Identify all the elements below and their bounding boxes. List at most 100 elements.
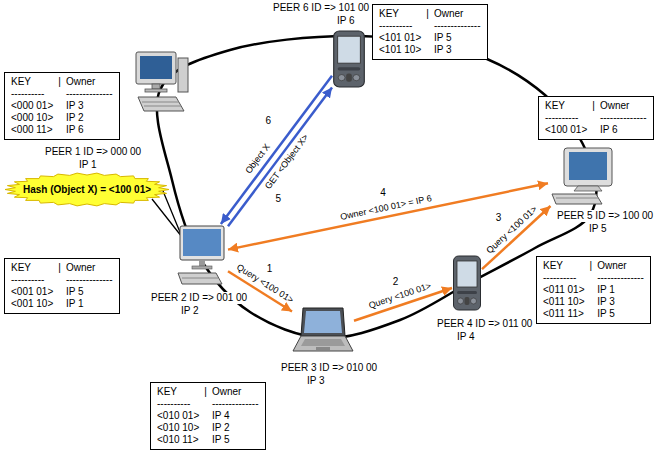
device-icon [292,306,354,356]
peer-node: PEER 6 ID => 101 00IP 6 [332,30,366,88]
device-icon-part [138,97,184,111]
table-header: Owner [597,260,644,272]
key-cell: <101 01> [379,32,421,44]
key-cell: <010 11> [157,434,199,446]
table-grid: KEY|Owner------------------------<010 01… [157,386,259,446]
key-owner-table: KEY|Owner------------------------<011 01… [536,256,651,324]
edge-label: GET <Object X> [263,133,311,192]
device-icon-part [458,298,464,304]
column-separator: | [204,386,207,398]
key-cell: <001 10> [11,298,53,310]
peer-node: PEER 3 ID => 010 00IP 3 [292,306,354,356]
device-icon-part [574,186,602,191]
edge-label: Query <100 01> [368,280,433,311]
peer-ip-label: IP 1 [78,159,98,171]
table-header: KEY [543,260,585,272]
device-icon-part [457,261,477,287]
key-cell: <100 01> [545,124,587,136]
device-icon-part [454,256,481,310]
device-icon-part [136,52,176,84]
device-icon-part [556,198,598,199]
device-icon-part [457,291,477,294]
peer-ip-label: IP 6 [336,15,356,27]
dash-rule: -------------- [600,112,647,124]
column-separator: | [426,8,429,20]
hash-burst: Hash (Object X) = <100 01> [4,172,170,207]
device-icon-part [346,74,352,82]
device-icon-part [316,347,330,350]
key-cell: <101 10> [379,44,421,56]
peer-ip-label: IP 3 [306,375,326,387]
dash-rule: -------------- [434,20,481,32]
table-header: KEY [11,76,53,88]
device-icon-part [199,260,205,266]
device-icon-part [178,58,188,92]
device-icon-part [304,311,342,333]
device-icon-part [152,84,160,89]
owner-cell: IP 5 [597,308,644,320]
table-grid: KEY|Owner------------------------<000 01… [11,76,113,136]
dash-rule: -------------- [66,274,113,286]
table-header: Owner [66,262,113,274]
column-separator: | [58,76,61,88]
device-icon-part [338,75,345,81]
peer-id-label: PEER 5 ID => 100 00 [556,210,654,222]
key-cell: <011 01> [543,284,585,296]
peer-ip-label: IP 4 [456,331,476,343]
table-header: KEY [11,262,53,274]
device-icon-part [569,152,607,180]
table-header: Owner [66,76,113,88]
table-header: KEY [545,100,587,112]
dash-rule: -------------- [212,398,259,410]
peer-ip-label: IP 5 [588,223,608,235]
key-cell: <000 11> [11,124,53,136]
table-grid: KEY|Owner------------------------<011 01… [543,260,644,320]
device-icon-part [183,229,221,256]
dash-rule: -------------- [66,88,113,100]
device-icon [130,50,190,114]
key-cell: <010 10> [157,422,199,434]
peer-node: PEER 5 ID => 100 00IP 5 [548,146,618,206]
owner-cell: IP 5 [66,286,113,298]
owner-cell: IP 2 [66,112,113,124]
device-icon-part [178,273,222,284]
device-icon-part [338,67,361,70]
device-icon-part [301,339,345,346]
device-icon-part [145,89,167,92]
device-icon-part [465,297,470,305]
callout-number: 6 [266,115,272,127]
key-cell: <000 01> [11,100,53,112]
burst-pointer [152,191,182,237]
owner-cell: IP 4 [212,410,259,422]
dash-rule: ---------- [379,20,421,32]
peer-id-label: PEER 4 ID => 011 00 [436,318,533,330]
column-separator: | [590,260,593,272]
peer-ip-label: IP 2 [180,305,200,317]
callout-number: 3 [496,212,502,224]
owner-cell: IP 3 [434,44,481,56]
dash-rule: ---------- [543,272,585,284]
starburst-outline [5,173,169,206]
device-icon-part [293,336,353,351]
key-owner-table: KEY|Owner------------------------<000 01… [4,72,120,140]
device-icon-part [140,56,172,79]
device-icon-part [564,148,612,186]
dash-rule: ---------- [545,112,587,124]
key-cell: <011 10> [543,296,585,308]
owner-cell: IP 6 [66,124,113,136]
peer-node: PEER 1 ID => 000 00IP 1 [130,50,190,114]
key-cell: <000 10> [11,112,53,124]
table-header: KEY [157,386,199,398]
key-cell: <001 01> [11,286,53,298]
peer-id-label: PEER 6 ID => 101 00 [272,2,370,14]
device-icon-part [180,226,224,260]
table-header: Owner [434,8,481,20]
owner-cell: IP 6 [600,124,647,136]
object-arrow [221,76,332,224]
peer-id-label: PEER 2 ID => 001 00 [150,292,248,304]
dash-rule: -------------- [597,272,644,284]
edge-label: Query <100 01> [484,204,539,256]
device-icon-part [552,194,602,204]
